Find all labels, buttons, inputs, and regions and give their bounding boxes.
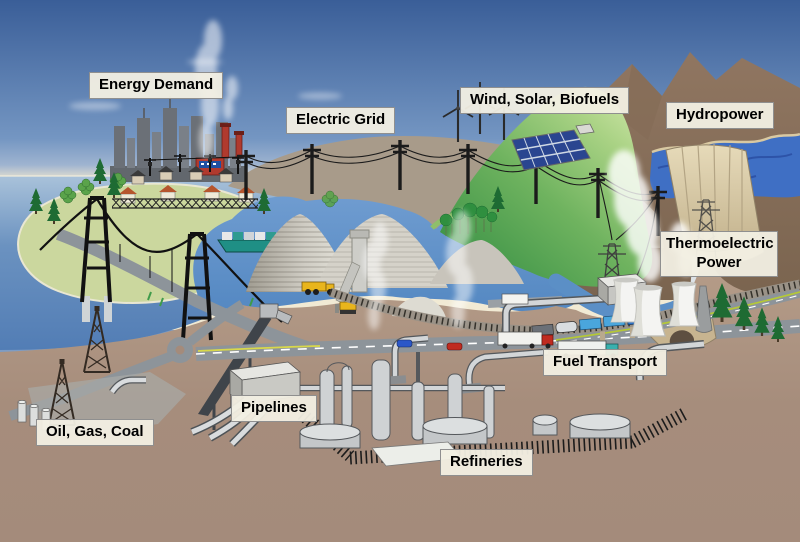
label-oil-gas-coal: Oil, Gas, Coal — [36, 419, 154, 446]
solar-panel — [511, 123, 595, 171]
roundabout — [167, 337, 193, 363]
railroad-fence — [112, 198, 258, 209]
label-pipelines: Pipelines — [231, 395, 317, 422]
bridge-road — [55, 228, 312, 354]
label-thermoelectric-power: Thermoelectric Power — [660, 231, 778, 277]
label-hydropower: Hydropower — [666, 102, 774, 129]
steam-plumes — [195, 20, 709, 330]
cooling-tower — [668, 281, 700, 327]
thermoelectric-plant — [597, 273, 713, 337]
label-fuel-transport: Fuel Transport — [543, 349, 668, 376]
label-energy-demand: Energy Demand — [89, 72, 224, 99]
houses — [118, 153, 256, 204]
label-refineries: Refineries — [440, 449, 533, 476]
label-wind-solar-biofuels: Wind, Solar, Biofuels — [460, 87, 630, 114]
label-electric-grid: Electric Grid — [286, 107, 396, 134]
suspension-bridge — [39, 196, 283, 341]
green-hill — [440, 86, 653, 287]
dump-truck — [301, 281, 335, 295]
